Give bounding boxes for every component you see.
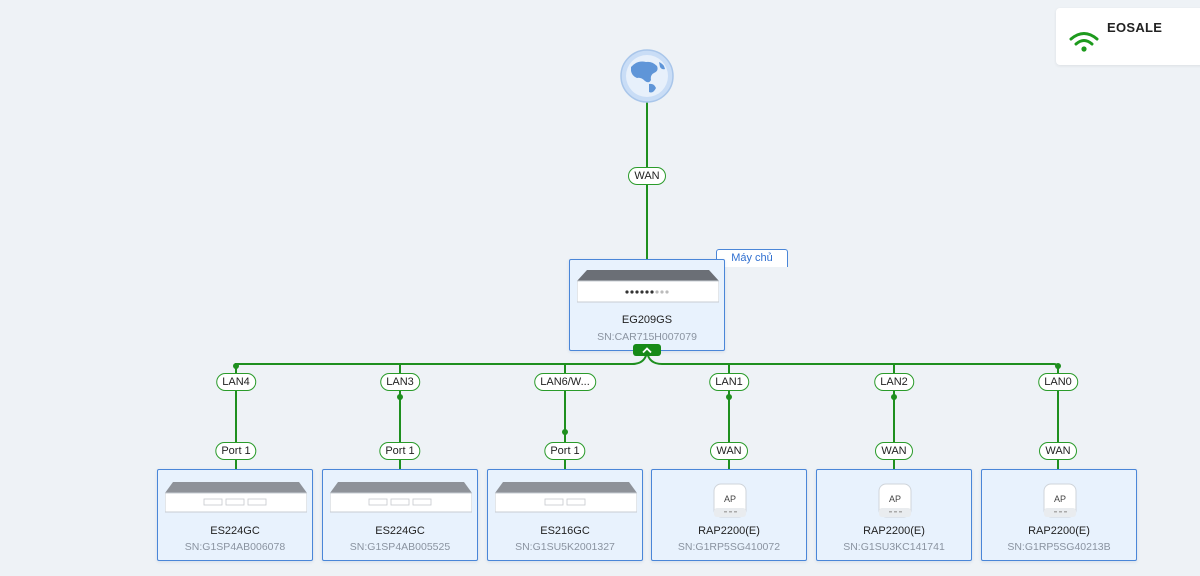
device-serial: SN:G1SP4AB006078: [184, 541, 286, 553]
device-uplink-label: WAN: [875, 442, 913, 460]
gateway-port-label: LAN3: [380, 373, 420, 391]
gateway-port-label: LAN2: [874, 373, 914, 391]
link-dot: [891, 394, 897, 400]
gateway-port-label: LAN4: [216, 373, 256, 391]
link-dot: [233, 363, 239, 369]
globe-icon[interactable]: [619, 48, 675, 104]
site-brand-card[interactable]: EOSALE: [1056, 8, 1200, 65]
switch-device-card[interactable]: ES216GC SN:G1SU5K2001327: [487, 469, 643, 561]
access-point-image: AP: [1043, 483, 1077, 518]
switch-device-card[interactable]: ES224GC SN:G1SP4AB006078: [157, 469, 313, 561]
gateway-port-label: LAN0: [1038, 373, 1078, 391]
device-serial: SN:G1SU5K2001327: [515, 541, 615, 553]
ap-badge-text: AP: [889, 494, 901, 504]
switch-image: [495, 482, 637, 513]
chevron-up-icon: [642, 347, 652, 354]
link-dot: [562, 429, 568, 435]
link-dot: [397, 394, 403, 400]
access-point-image: AP: [878, 483, 912, 518]
device-uplink-label: Port 1: [544, 442, 586, 460]
link-dot: [726, 394, 732, 400]
gateway-port-label: LAN1: [709, 373, 749, 391]
device-serial: SN:G1SU3KC141741: [843, 541, 945, 553]
access-point-device-card[interactable]: AP RAP2200(E) SN:G1SU3KC141741: [816, 469, 972, 561]
device-uplink-label: Port 1: [215, 442, 257, 460]
device-serial: SN:G1SP4AB005525: [349, 541, 451, 553]
access-point-device-card[interactable]: AP RAP2200(E) SN:G1RP5SG410072: [651, 469, 807, 561]
gateway-serial: SN:CAR715H007079: [597, 331, 697, 343]
switch-image: [330, 482, 472, 513]
gateway-port-label: LAN6/W...: [534, 373, 596, 391]
device-model: ES224GC: [375, 525, 425, 537]
link-dot: [1055, 363, 1061, 369]
device-model: RAP2200(E): [863, 525, 925, 537]
gateway-router-image: [577, 270, 719, 303]
wifi-icon: [1069, 32, 1099, 52]
gateway-device-card[interactable]: EG209GS SN:CAR715H007079: [569, 259, 725, 351]
access-point-device-card[interactable]: AP RAP2200(E) SN:G1RP5SG40213B: [981, 469, 1137, 561]
device-model: RAP2200(E): [698, 525, 760, 537]
collapse-children-button[interactable]: [633, 344, 661, 356]
gateway-model: EG209GS: [621, 314, 673, 326]
device-uplink-label: Port 1: [379, 442, 421, 460]
ap-badge-text: AP: [724, 494, 736, 504]
brand-name: EOSALE: [1107, 20, 1163, 35]
ap-badge-text: AP: [1054, 494, 1066, 504]
device-model: ES224GC: [210, 525, 260, 537]
device-serial: SN:G1RP5SG40213B: [1007, 541, 1111, 553]
switch-image: [165, 482, 307, 513]
device-serial: SN:G1RP5SG410072: [677, 541, 781, 553]
device-model: ES216GC: [540, 525, 590, 537]
switch-device-card[interactable]: ES224GC SN:G1SP4AB005525: [322, 469, 478, 561]
device-uplink-label: WAN: [1039, 442, 1077, 460]
uplink-port-label: WAN: [628, 167, 666, 185]
gateway-role-tag: Máy chủ: [716, 249, 788, 267]
access-point-image: AP: [713, 483, 747, 518]
device-model: RAP2200(E): [1028, 525, 1090, 537]
device-uplink-label: WAN: [710, 442, 748, 460]
